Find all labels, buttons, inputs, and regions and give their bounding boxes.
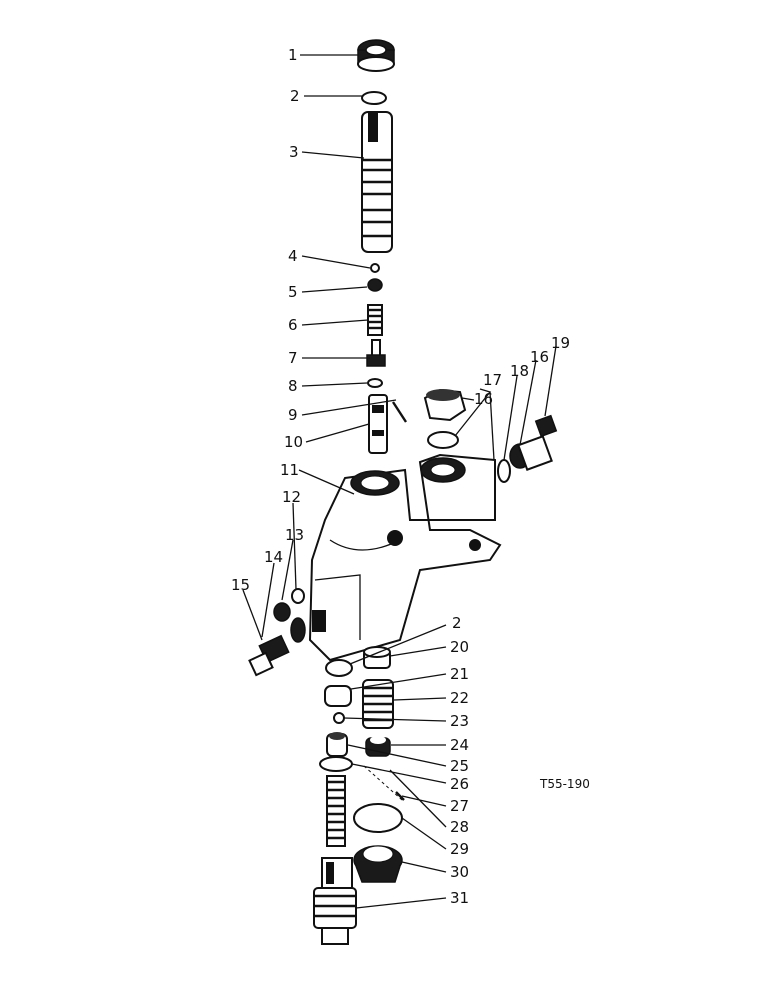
- part-ring-13: [273, 602, 291, 622]
- drawing-reference: T55-190: [539, 777, 590, 791]
- part-o-ring-plug: [427, 431, 459, 449]
- callout-2: 2: [290, 87, 300, 105]
- callout-21: 21: [450, 665, 469, 683]
- callout-11: 11: [280, 461, 299, 479]
- callout-15: 15: [231, 576, 250, 594]
- part-nut: [357, 39, 395, 72]
- callout-6: 6: [288, 316, 298, 334]
- callout-20: 20: [450, 638, 469, 656]
- callout-10: 10: [284, 433, 303, 451]
- callout-22: 22: [450, 689, 469, 707]
- part-washer-lower: [319, 756, 353, 772]
- leader-lines: [242, 54, 557, 909]
- part-valve-stem: [366, 339, 386, 367]
- callout-12: 12: [282, 488, 301, 506]
- part-retainer: [326, 732, 348, 757]
- part-ring-12: [291, 588, 305, 604]
- part-cap: [363, 646, 391, 669]
- callout-17: 17: [483, 371, 502, 389]
- part-adjuster-plug: [313, 857, 357, 945]
- callout-8: 8: [288, 377, 298, 395]
- callout-2-lower: 2: [452, 614, 462, 632]
- part-pin: [391, 401, 408, 423]
- callout-16-union: 16: [530, 348, 549, 366]
- callout-29: 29: [450, 840, 469, 858]
- callout-9: 9: [288, 406, 298, 424]
- part-elbow: [248, 617, 306, 677]
- callout-18: 18: [510, 362, 529, 380]
- callout-16-plug: 16: [474, 390, 493, 408]
- part-plunger: [361, 111, 393, 253]
- callout-24: 24: [450, 736, 469, 754]
- callout-14: 14: [264, 548, 283, 566]
- part-large-spring: [362, 679, 394, 729]
- part-spring-seat: [365, 736, 391, 757]
- part-union: [509, 414, 558, 471]
- part-small-spring: [367, 304, 383, 336]
- callout-23: 23: [450, 712, 469, 730]
- callout-25: 25: [450, 757, 469, 775]
- callout-28: 28: [450, 818, 469, 836]
- callout-4: 4: [288, 247, 298, 265]
- part-ball-lower: [333, 712, 345, 724]
- part-o-ring-top: [361, 91, 387, 105]
- callout-5: 5: [288, 283, 298, 301]
- callout-labels: 1 2 3 4 5 6 7 8 9 10 11 12 13 14 15 16 1…: [231, 46, 570, 907]
- part-cup-cap: [353, 845, 403, 883]
- part-o-ring-lower: [325, 659, 353, 677]
- part-piston: [324, 685, 352, 707]
- callout-30: 30: [450, 863, 469, 881]
- callout-7: 7: [288, 349, 298, 367]
- part-adjusting-screw: [326, 775, 346, 847]
- callout-13: 13: [285, 526, 304, 544]
- callout-3: 3: [289, 143, 299, 161]
- part-seat: [367, 278, 383, 292]
- part-valve-body: [308, 453, 502, 662]
- part-hex-plug: [423, 388, 467, 422]
- callout-26: 26: [450, 775, 469, 793]
- part-washer: [367, 378, 383, 388]
- callout-31: 31: [450, 889, 469, 907]
- part-ball-top: [370, 263, 380, 273]
- callout-1: 1: [288, 46, 298, 64]
- part-o-ring-side: [497, 459, 511, 483]
- part-dowel: [395, 791, 405, 801]
- callout-27: 27: [450, 797, 469, 815]
- callout-19: 19: [551, 334, 570, 352]
- part-gasket: [353, 803, 403, 833]
